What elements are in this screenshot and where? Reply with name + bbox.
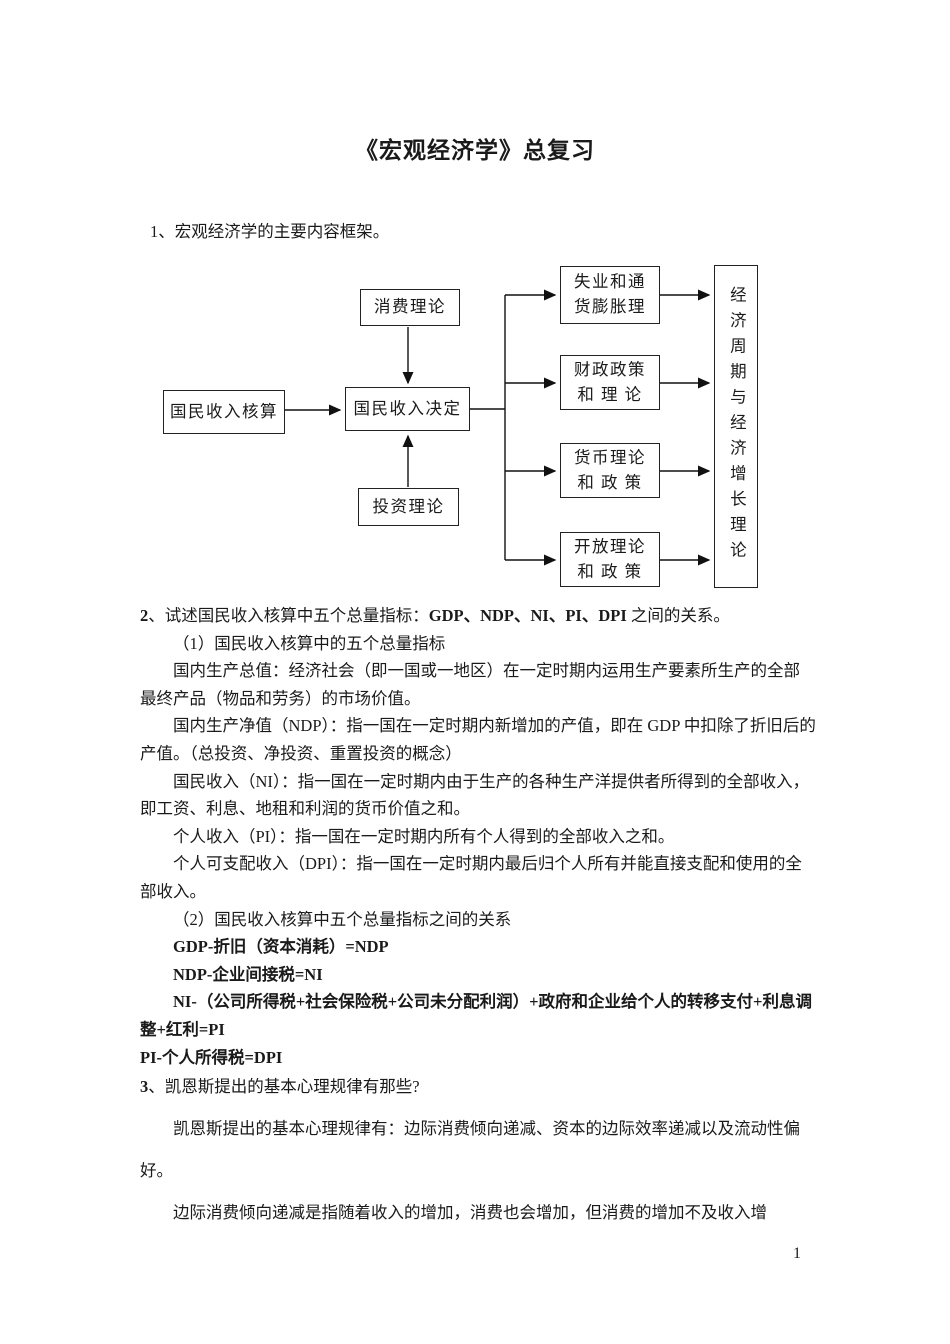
box-label-line2: 货膨胀理 [574, 297, 646, 316]
box-label-line2: 和 政 策 [577, 561, 643, 581]
box-fiscal-policy-theory: 财政政策 和 理 论 [560, 355, 660, 410]
definition-ndp: 国内生产净值（NDP）：指一国在一定时期内新增加的产值，即在 GDP 中扣除了折… [140, 716, 816, 763]
box-label: 消费理论 [374, 297, 446, 317]
section-question-2: 2、试述国民收入核算中五个总量指标：GDP、NDP、NI、PI、DPI 之间的关… [140, 602, 816, 1071]
flowchart-connectors [285, 289, 711, 566]
box-label: 国民收入决定 [353, 398, 462, 418]
box-label: 投资理论 [372, 496, 445, 516]
answer-3-paragraph-1: 凯恩斯提出的基本心理规律有：边际消费倾向递减、资本的边际效率递减以及流动性偏好。 [140, 1119, 800, 1180]
formula-gdp-ndp: GDP-折旧（资本消耗）=NDP [173, 937, 389, 957]
box-open-theory-policy: 开放理论 和 政 策 [560, 532, 660, 587]
question-3-heading: 3、凯恩斯提出的基本心理规律有那些? [140, 1066, 816, 1108]
formula-ni-pi: NI-（公司所得税+社会保险税+公司未分配利润）+政府和企业给个人的转移支付+利… [140, 992, 812, 1039]
formula-pi-dpi: PI-个人所得税=DPI [140, 1047, 283, 1067]
box-national-income-determination: 国民收入决定 [345, 387, 470, 431]
question-2-indicators: GDP、NDP、NI、PI、DPI [428, 606, 627, 625]
box-investment-theory: 投资理论 [358, 488, 459, 526]
formula-ndp-ni: NDP-企业间接税=NI [173, 964, 323, 984]
page-number: 1 [793, 1245, 801, 1262]
answer-3-paragraph-2: 边际消费倾向递减是指随着收入的增加，消费也会增加，但消费的增加不及收入增 [173, 1203, 767, 1222]
box-consumption-theory: 消费理论 [360, 289, 460, 326]
section-question-3: 3、凯恩斯提出的基本心理规律有那些? 凯恩斯提出的基本心理规律有：边际消费倾向递… [140, 1066, 816, 1234]
framework-diagram: 消费理论 国民收入核算 国民收入决定 投资理论 失业和通 货膨胀理 财政政策 和… [0, 258, 950, 603]
definition-pi: 个人收入（PI）：指一国在一定时期内所有个人得到的全部收入之和。 [173, 826, 675, 846]
definition-ni: 国民收入（NI）：指一国在一定时期内由于生产的各种生产洋提供者所得到的全部收入，… [140, 771, 810, 819]
answer-item-2: （2）国民收入核算中五个总量指标之间的关系 [173, 909, 512, 929]
box-monetary-theory-policy: 货币理论 和 政 策 [560, 443, 660, 498]
document-title: 《宏观经济学》总复习 [355, 138, 595, 163]
question-2-lead: 、试述国民收入核算中五个总量指标： [148, 606, 429, 625]
question-2-tail: 之间的关系。 [626, 606, 730, 625]
box-label-line1: 财政政策 [574, 359, 646, 379]
question-2-number: 2 [140, 606, 149, 625]
box-national-income-accounting: 国民收入核算 [163, 390, 285, 434]
question-2-heading: 2、试述国民收入核算中五个总量指标：GDP、NDP、NI、PI、DPI 之间的关… [140, 602, 816, 630]
answer-item-1: （1）国民收入核算中的五个总量指标 [173, 633, 446, 653]
question-3-number: 3 [140, 1077, 149, 1096]
box-label: 国民收入核算 [170, 401, 278, 421]
box-label-line2: 和 政 策 [577, 472, 643, 492]
definition-gdp: 国内生产总值：经济社会（即一国或一地区）在一定时期内运用生产要素所生产的全部最终… [140, 661, 800, 708]
box-unemployment-inflation: 失业和通 货膨胀理 [560, 266, 660, 324]
question-1-heading: 1、宏观经济学的主要内容框架。 [150, 222, 390, 241]
definition-dpi: 个人可支配收入（DPI）：指一国在一定时期内最后归个人所有并能直接支配和使用的全… [140, 854, 802, 901]
box-label-line1: 开放理论 [574, 536, 646, 556]
box-label-line1: 货币理论 [574, 447, 646, 467]
box-label-line2: 和 理 论 [577, 384, 643, 404]
box-label-vertical: 经济周期与经济增长理论 [727, 286, 747, 567]
box-economic-cycle-growth-theory: 经济周期与经济增长理论 [714, 265, 758, 588]
box-label-line1: 失业和通 [574, 272, 646, 292]
question-3-text: 、凯恩斯提出的基本心理规律有那些? [148, 1077, 420, 1096]
